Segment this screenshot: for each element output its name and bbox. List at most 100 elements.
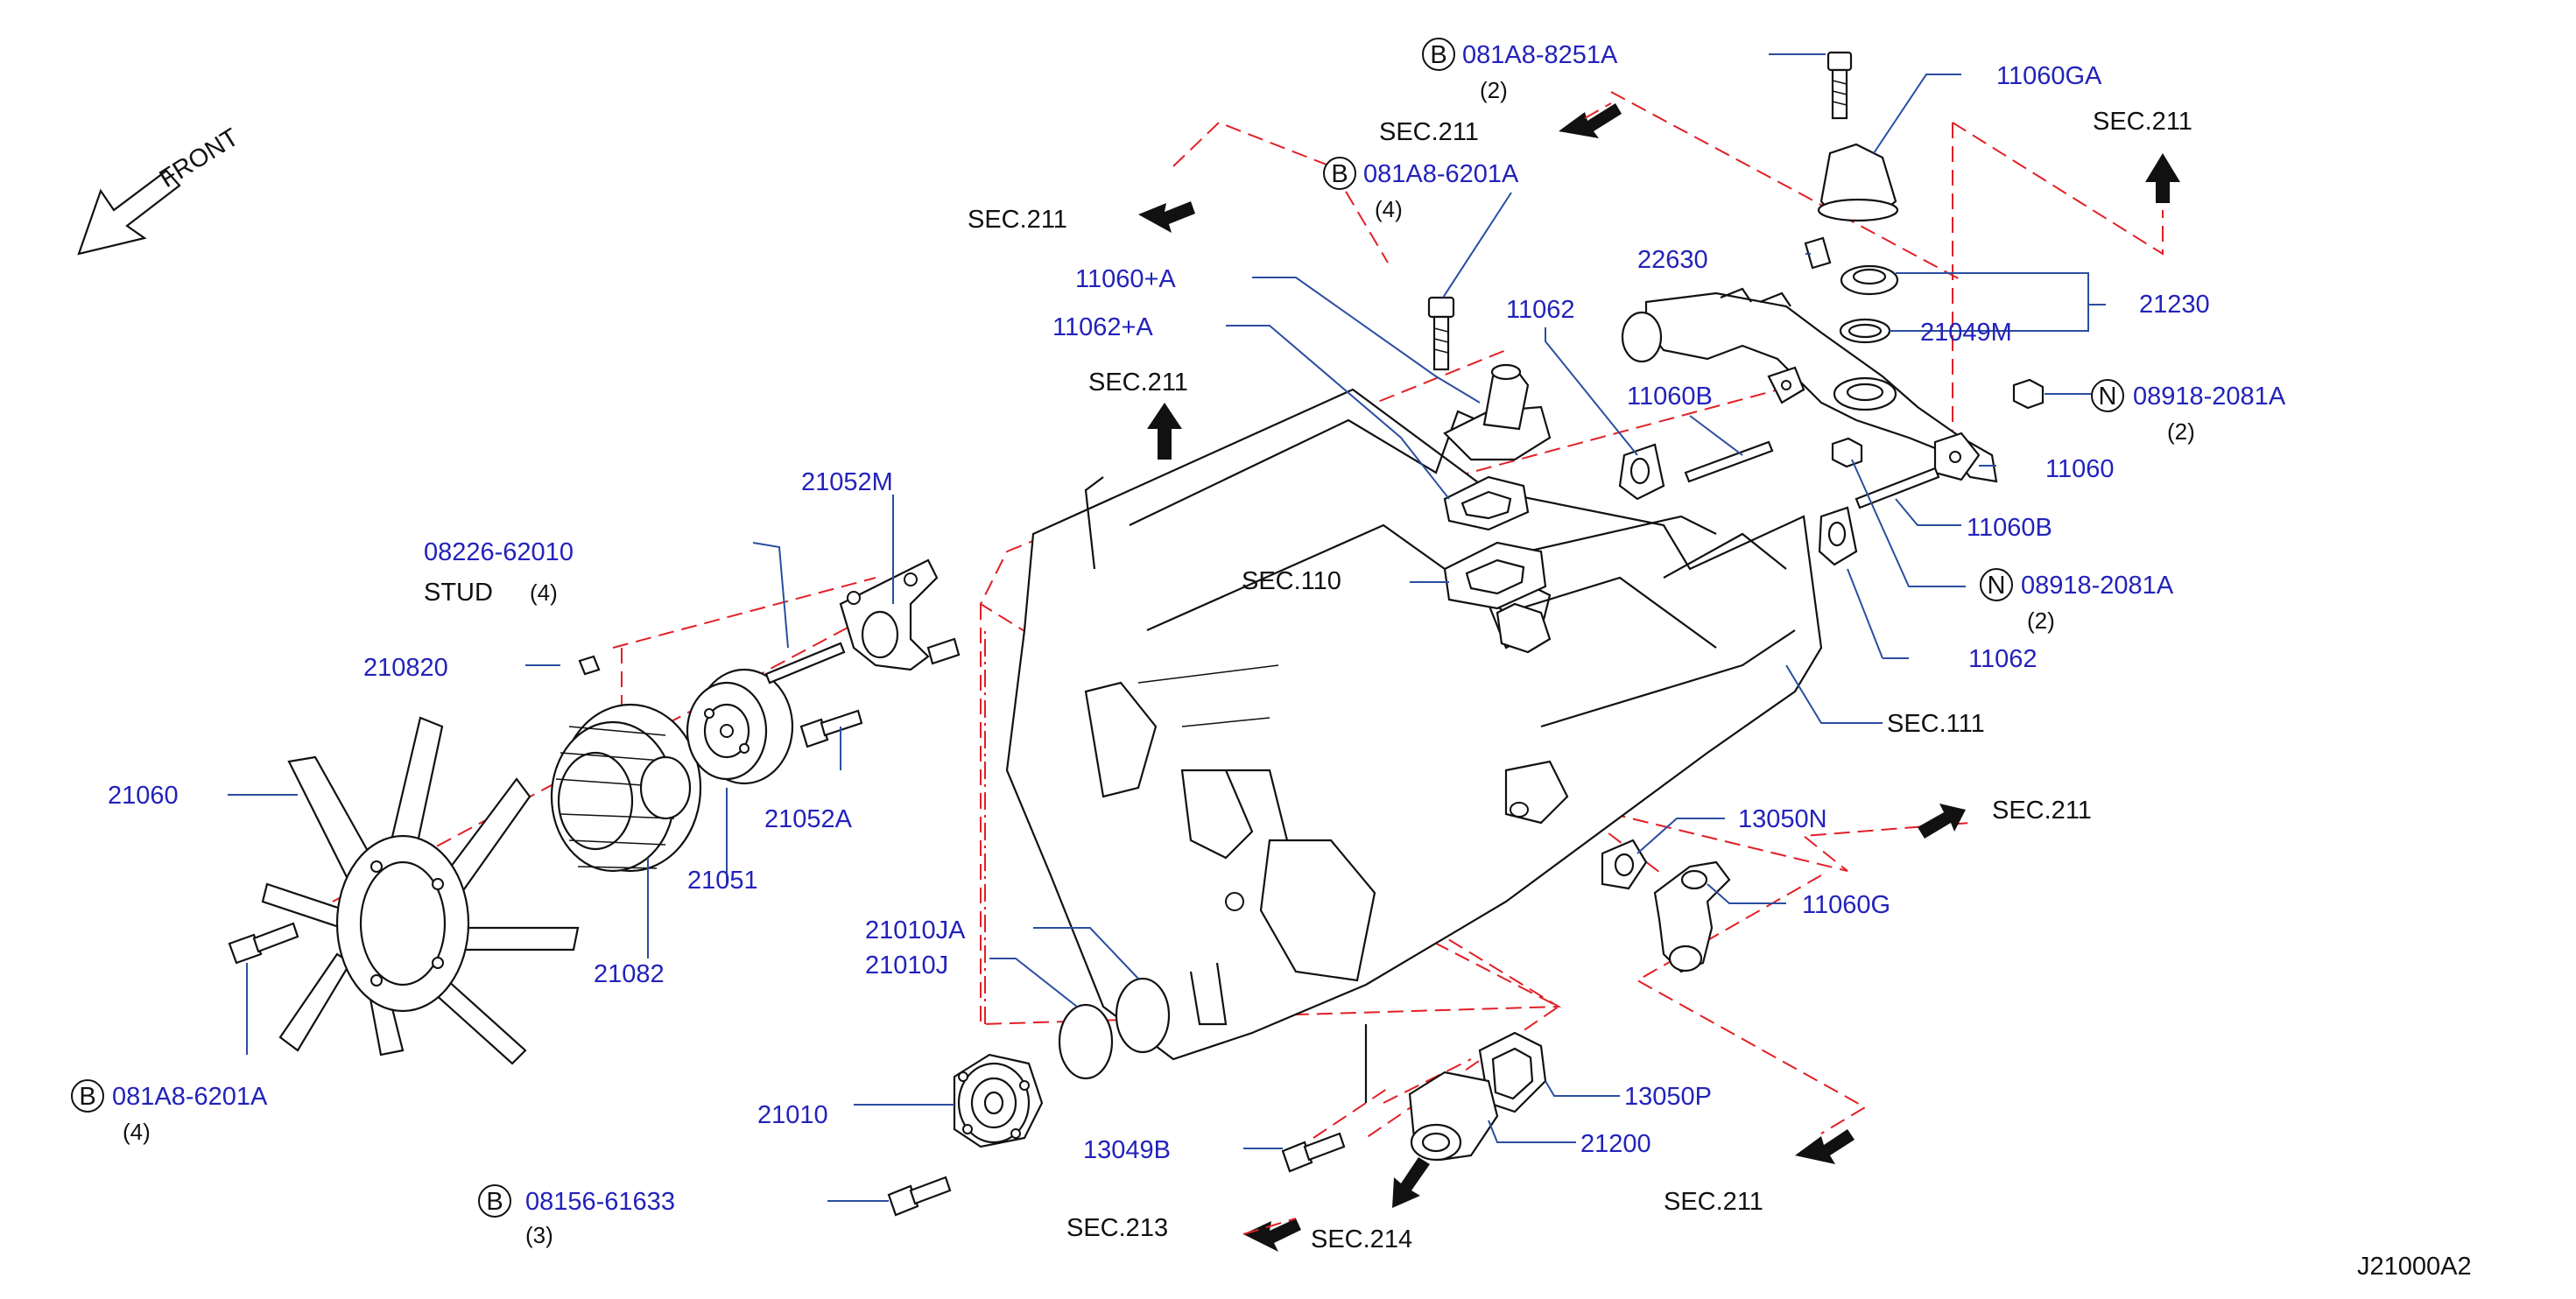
part-number-label: 11060	[2045, 455, 2115, 483]
outlet-11060G-icon	[1653, 860, 1731, 973]
part-number-label: 21082	[594, 960, 665, 988]
part-number-label: 21052M	[801, 468, 893, 496]
front-direction-indicator: FRONT	[77, 123, 244, 256]
part-number-label: 11060+A	[1075, 265, 1176, 293]
temperature-sensor-icon	[1804, 236, 1832, 270]
section-reference: SEC.211	[1088, 369, 1188, 397]
arrow-icon	[1392, 1157, 1430, 1208]
bolt-081A8-8251A-icon	[1826, 51, 1853, 120]
part-number-label: 21200	[1580, 1130, 1651, 1158]
bolt-210820-icon	[578, 655, 601, 676]
section-reference: SEC.211	[1664, 1188, 1763, 1216]
fastener-prefix-badge	[2091, 379, 2124, 412]
part-number-label: 11060G	[1802, 891, 1890, 919]
fan-pulley-group	[228, 558, 961, 1065]
part-number-label: 21052A	[764, 805, 853, 833]
front-arrow-icon	[77, 169, 181, 256]
bolt-081A8-6201A-top-icon	[1427, 296, 1455, 371]
bypass-outlet-group	[1601, 839, 1731, 973]
section-reference: SEC.211	[2093, 108, 2192, 136]
part-number-label: 081A8-6201A	[112, 1083, 268, 1111]
arrow-icon	[1918, 804, 1966, 839]
bolt-21052A-icon	[799, 709, 863, 748]
fastener-prefix: B	[1430, 41, 1446, 69]
engine-block-illustration	[1005, 388, 1823, 1103]
section-reference: SEC.211	[968, 206, 1067, 234]
arrow-icon	[1138, 201, 1195, 233]
labels: B 081A8-8251A (2) SEC.211 SEC.211 B 081A…	[71, 38, 2472, 1281]
diagram-code: J21000A2	[2357, 1253, 2472, 1281]
stud-08226-icon	[764, 642, 846, 685]
fastener-prefix: B	[79, 1083, 95, 1111]
water-pump-group	[887, 977, 1346, 1217]
part-number-label: 08918-2081A	[2133, 383, 2286, 411]
part-number-label: 21010JA	[865, 916, 966, 944]
water-pump-pulley-icon	[686, 668, 794, 785]
part-number-label: 13050N	[1738, 805, 1827, 833]
fastener-prefix: B	[1331, 160, 1348, 188]
arrow-icon	[2145, 153, 2180, 203]
water-outlet-housing-icon	[1644, 291, 1998, 483]
section-arrows	[1138, 102, 2180, 1252]
bolt-081A8-6201A-left-icon	[228, 922, 299, 965]
arrow-icon	[1147, 403, 1182, 460]
fastener-prefix: B	[486, 1188, 503, 1216]
front-label: FRONT	[155, 123, 244, 193]
part-number-label: 11060GA	[1996, 62, 2102, 90]
part-number-label: 21060	[108, 782, 179, 810]
arrow-icon	[1559, 103, 1622, 138]
fastener-prefix-badge	[71, 1079, 104, 1113]
part-number-label: 21049M	[1920, 319, 2012, 347]
section-reference: SEC.211	[1379, 118, 1479, 146]
o-ring-21010J-icon	[1058, 1003, 1114, 1080]
arrow-icon	[1243, 1218, 1301, 1252]
fastener-prefix-badge	[1422, 38, 1455, 71]
stud-lower-icon	[1855, 467, 1940, 509]
upper-water-inlet-group	[1427, 296, 1552, 654]
section-reference: SEC.111	[1887, 710, 1985, 738]
part-number-label: 13049B	[1083, 1136, 1171, 1164]
quantity-label: (4)	[530, 579, 558, 606]
part-number-label: 08918-2081A	[2021, 572, 2174, 600]
quantity-label: (4)	[123, 1119, 151, 1145]
part-number-label: 13050P	[1624, 1083, 1712, 1111]
quantity-label: (2)	[1480, 77, 1508, 103]
quantity-label: (2)	[2027, 607, 2055, 634]
part-number-label: 08226-62010	[424, 538, 574, 566]
part-number-label: 22630	[1637, 246, 1708, 274]
section-reference: SEC.211	[1992, 797, 2092, 825]
part-number-label: 21010	[757, 1101, 828, 1129]
quantity-label: (2)	[2167, 418, 2195, 445]
part-number-label: 081A8-8251A	[1462, 41, 1618, 69]
thermostat-housing-group	[1618, 51, 2045, 566]
stud-upper-icon	[1684, 440, 1774, 483]
part-number-label: 11062	[1506, 296, 1575, 324]
part-number-label: 21230	[2139, 291, 2210, 319]
stud-label: STUD	[424, 579, 493, 607]
arrow-icon	[1795, 1129, 1855, 1164]
cooling-fan-icon	[261, 716, 580, 1065]
water-inlet-group	[1408, 1031, 1547, 1162]
quantity-label: (3)	[525, 1222, 553, 1248]
fastener-prefix-badge	[1980, 568, 2013, 601]
o-ring-21010JA-icon	[1115, 977, 1171, 1054]
fan-clutch-icon	[550, 703, 702, 873]
fastener-prefix: N	[2099, 383, 2117, 411]
part-number-label: 11060B	[1627, 383, 1713, 411]
part-number-label: 21051	[687, 867, 758, 895]
bolt-08156-icon	[887, 1176, 952, 1217]
part-number-label: 210820	[363, 654, 448, 682]
nut-lower-icon	[1831, 437, 1863, 468]
part-number-label: 21010J	[865, 951, 948, 980]
quantity-label: (4)	[1375, 196, 1403, 222]
part-number-label: 081A8-6201A	[1363, 160, 1519, 188]
section-reference: SEC.214	[1311, 1225, 1412, 1253]
fastener-prefix-badge	[478, 1184, 511, 1218]
part-number-label: 11062+A	[1052, 313, 1153, 341]
leader-lines	[228, 53, 2106, 1202]
part-number-label: 11060B	[1967, 514, 2052, 542]
bolt-13049B-icon	[1281, 1132, 1346, 1173]
nut-icon	[2012, 378, 2045, 410]
section-reference: SEC.110	[1242, 567, 1341, 595]
